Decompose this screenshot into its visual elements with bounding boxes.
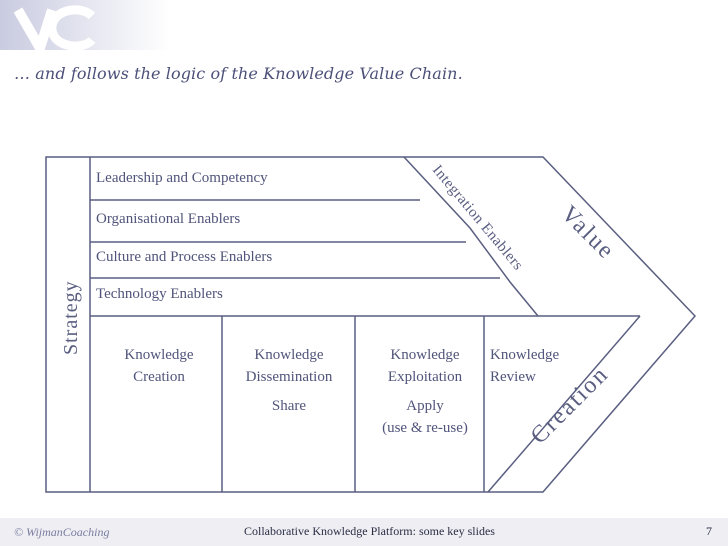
stage-dissemination: Knowledge Dissemination Share xyxy=(224,347,354,415)
stage-review-line1: Knowledge xyxy=(490,347,560,363)
enabler-culture-process: Culture and Process Enablers xyxy=(96,249,273,265)
stage-exploitation-action: Apply xyxy=(406,398,444,414)
footer-copyright: © WijmanCoaching xyxy=(14,525,110,539)
stage-exploitation-line1: Knowledge xyxy=(390,347,460,363)
enabler-leadership: Leadership and Competency xyxy=(96,170,268,186)
stage-creation-line2: Creation xyxy=(133,369,185,385)
wijman-coaching-logo xyxy=(0,0,170,50)
slide-subtitle: … and follows the logic of the Knowledge… xyxy=(14,64,463,83)
outer-chevron xyxy=(45,156,697,493)
stage-exploitation: Knowledge Exploitation Apply (use & re-u… xyxy=(360,347,490,437)
stage-review-line2: Review xyxy=(490,369,536,385)
stage-exploitation-action-note: (use & re-use) xyxy=(382,420,468,436)
footer-title: Collaborative Knowledge Platform: some k… xyxy=(244,524,495,538)
strategy-label: Strategy xyxy=(60,280,82,355)
stage-review: Knowledge Review xyxy=(490,347,559,386)
page-number: 7 xyxy=(706,524,712,538)
stage-dissemination-line2: Dissemination xyxy=(245,369,333,385)
enabler-technology: Technology Enablers xyxy=(96,286,223,302)
stage-creation-line1: Knowledge xyxy=(124,347,194,363)
stage-exploitation-line2: Exploitation xyxy=(387,369,463,385)
stage-dissemination-line1: Knowledge xyxy=(254,347,324,363)
stage-dissemination-action: Share xyxy=(271,398,307,414)
integration-enablers-label: Integration Enablers xyxy=(429,162,526,273)
integration-diagonal xyxy=(403,156,539,317)
value-label: Value xyxy=(556,201,620,265)
footer-bar xyxy=(0,518,728,546)
stage-creation: Knowledge Creation xyxy=(96,347,222,386)
enabler-organisational: Organisational Enablers xyxy=(96,211,241,227)
